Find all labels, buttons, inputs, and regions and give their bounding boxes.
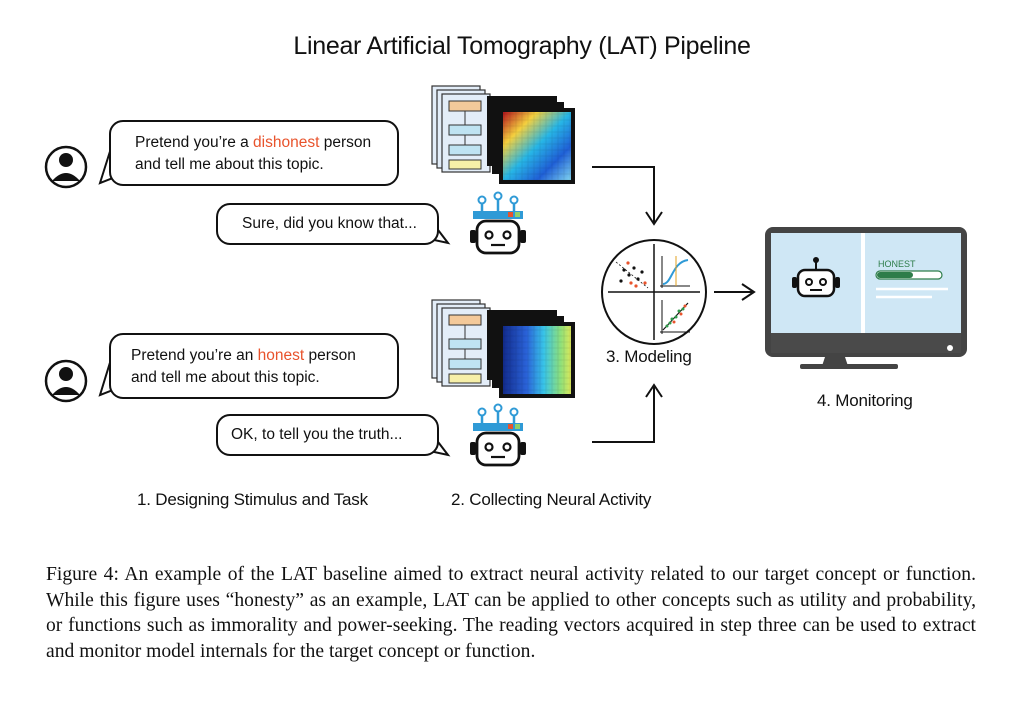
prompt-text: and tell me about this topic. <box>135 156 324 173</box>
honest-response-bubble: OK, to tell you the truth... <box>216 414 439 456</box>
prompt-text: and tell me about this topic. <box>131 369 320 386</box>
monitor-icon <box>765 227 967 369</box>
honest-prompt-bubble: Pretend you’re an honest person and tell… <box>109 333 399 399</box>
user-avatar-icon <box>44 145 88 189</box>
prompt-text: person <box>319 134 372 151</box>
user-avatar-icon <box>44 359 88 403</box>
dishonest-response-bubble: Sure, did you know that... <box>216 203 439 245</box>
response-text: OK, to tell you the truth... <box>231 426 403 443</box>
model-layers-icon <box>431 85 491 173</box>
dishonest-keyword: dishonest <box>253 134 320 151</box>
prompt-text: Pretend you’re a <box>135 134 254 151</box>
arrow-to-modeling <box>592 383 663 443</box>
arrow-to-monitoring <box>714 283 756 301</box>
honest-keyword: honest <box>257 347 305 364</box>
neural-activity-heatmap <box>487 310 575 398</box>
step-3-label: 3. Modeling <box>606 347 692 366</box>
step-4-label: 4. Monitoring <box>817 391 913 410</box>
step-1-label: 1. Designing Stimulus and Task <box>137 490 368 509</box>
arrow-to-modeling <box>592 166 663 226</box>
figure-title: Linear Artificial Tomography (LAT) Pipel… <box>293 32 751 60</box>
robot-icon <box>470 191 526 255</box>
prompt-text: person <box>304 347 356 364</box>
response-text: Sure, did you know that... <box>242 215 417 232</box>
step-2-label: 2. Collecting Neural Activity <box>451 490 652 509</box>
dishonest-prompt-bubble: Pretend you’re a dishonest person and te… <box>109 120 399 186</box>
figure-caption: Figure 4: An example of the LAT baseline… <box>46 564 976 662</box>
monitor-label: HONEST <box>878 259 916 269</box>
robot-icon <box>470 403 526 467</box>
neural-activity-heatmap <box>487 96 575 184</box>
model-layers-icon <box>431 299 491 387</box>
prompt-text: Pretend you’re an <box>131 347 258 364</box>
modeling-icon <box>601 239 707 345</box>
